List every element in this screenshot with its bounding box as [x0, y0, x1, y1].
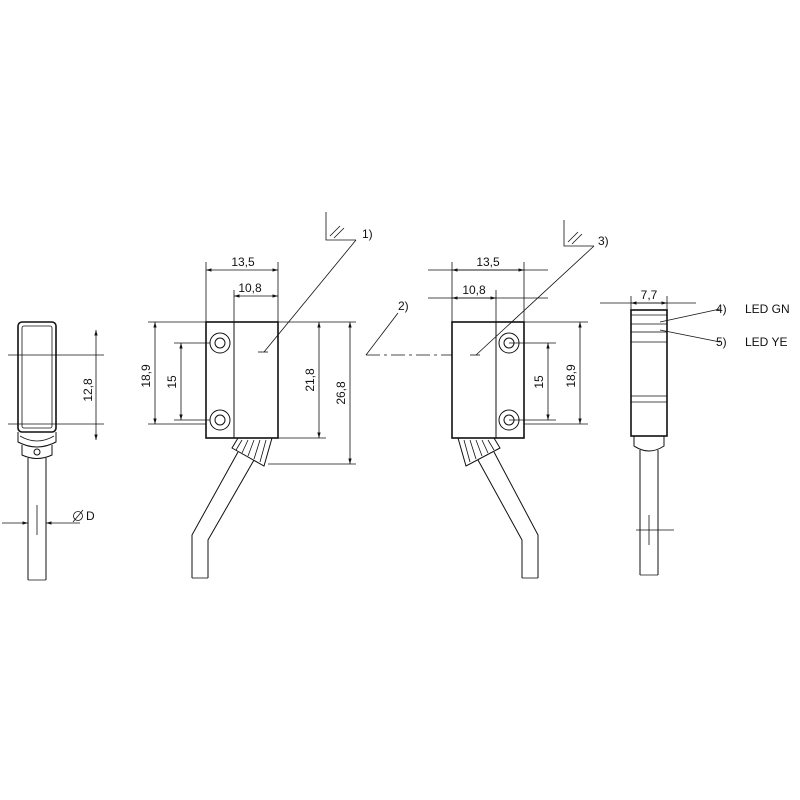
front-right-cable-gland [457, 437, 501, 467]
callout-5: 5) [716, 335, 727, 349]
front-right-housing [451, 321, 525, 439]
callout-4: 4) [716, 302, 727, 316]
left-side-housing [17, 321, 57, 433]
dim-hole-spacing-right: 15 [532, 375, 546, 389]
front-view-left: 13,5 10,8 18,9 15 21,8 26,8 1) [139, 212, 373, 579]
front-left-cable-gland [231, 437, 273, 467]
left-side-view: 12,8 D [2, 321, 104, 581]
dim-width-outer-left: 13,5 [231, 255, 255, 269]
beam-symbol-right [563, 220, 594, 247]
dim-height-189-left: 18,9 [139, 364, 153, 388]
dim-cable-diameter: D [86, 509, 95, 523]
dim-height-268: 26,8 [334, 381, 348, 405]
dim-width-inner-left: 10,8 [238, 281, 262, 295]
left-side-led [33, 448, 41, 456]
dim-width-inner-right: 10,8 [462, 283, 486, 297]
beam-symbol-left [325, 212, 356, 241]
led-gn-label: LED GN [745, 302, 790, 316]
dim-side-height: 12,8 [81, 378, 95, 402]
dim-hole-spacing-left: 15 [165, 375, 179, 389]
front-view-right: 13,5 10,8 18,9 15 3) [428, 220, 609, 579]
optical-axis: 2) [365, 299, 474, 356]
dim-side-width: 7,7 [641, 288, 658, 302]
right-side-housing [630, 309, 668, 437]
led-ye-label: LED YE [745, 335, 787, 349]
callout-3: 3) [598, 234, 609, 248]
callout-1: 1) [362, 227, 373, 241]
front-left-housing [205, 321, 279, 439]
dim-height-189-right: 18,9 [564, 364, 578, 388]
right-side-view: 7,7 4) LED GN 5) LED YE [600, 288, 790, 576]
dim-height-218: 21,8 [303, 368, 317, 392]
callout-2: 2) [398, 299, 409, 313]
dim-width-outer-right: 13,5 [476, 255, 500, 269]
